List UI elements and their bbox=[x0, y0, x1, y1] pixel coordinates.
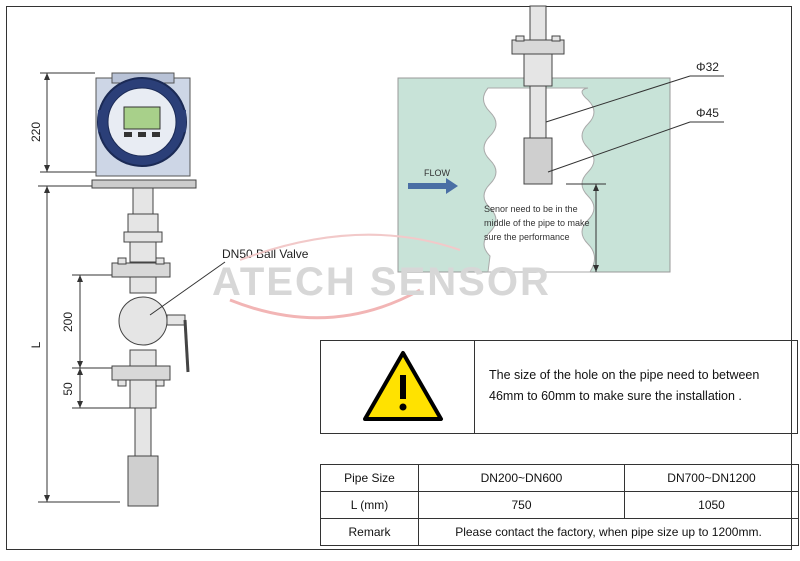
sensor-stem bbox=[111, 187, 171, 507]
table-cell: 1050 bbox=[624, 491, 799, 519]
table-cell: 750 bbox=[418, 491, 625, 519]
depth-arrow-bottom bbox=[593, 265, 599, 272]
table-cell: L (mm) bbox=[320, 491, 419, 519]
sensor-diameter-label: Φ45 bbox=[696, 106, 719, 120]
table-cell: DN200~DN600 bbox=[418, 464, 625, 492]
spec-table: Pipe Size DN200~DN600 DN700~DN1200 L (mm… bbox=[320, 464, 799, 546]
ball-valve bbox=[118, 296, 190, 373]
flow-label: FLOW bbox=[424, 168, 451, 178]
dim-220-label: 220 bbox=[29, 122, 43, 142]
warning-box: The size of the hole on the pipe need to… bbox=[320, 340, 798, 434]
flow-arrow-icon bbox=[408, 178, 458, 194]
table-row: Remark Please contact the factory, when … bbox=[320, 518, 799, 546]
drawing-frame bbox=[6, 6, 792, 550]
valve-label: DN50 Ball Valve bbox=[222, 247, 309, 261]
table-row: Pipe Size DN200~DN600 DN700~DN1200 bbox=[320, 464, 799, 492]
watermark-text: ATECH SENSOR bbox=[212, 260, 551, 304]
warning-icon bbox=[363, 351, 443, 421]
transmitter-head bbox=[95, 72, 191, 177]
insertion-rod bbox=[511, 5, 565, 185]
depth-dimension bbox=[566, 183, 606, 272]
table-row: L (mm) 750 1050 bbox=[320, 491, 799, 519]
sensor-note-line-3: sure the performance bbox=[484, 232, 570, 242]
depth-arrow-top bbox=[593, 184, 599, 191]
mounting-plate bbox=[91, 179, 197, 189]
dim-l-label: L bbox=[29, 341, 43, 348]
diameter-callouts bbox=[545, 75, 724, 173]
valve-callout-line bbox=[149, 261, 226, 316]
sensor-note-line-2: middle of the pipe to make bbox=[484, 218, 590, 228]
rod-diameter-label: Φ32 bbox=[696, 60, 719, 74]
remark-label: Remark bbox=[320, 518, 419, 546]
table-cell: DN700~DN1200 bbox=[624, 464, 799, 492]
warning-text: The size of the hole on the pipe need to… bbox=[489, 368, 760, 403]
dim-50-label: 50 bbox=[61, 382, 75, 396]
remark-text: Please contact the factory, when pipe si… bbox=[418, 518, 799, 546]
dimension-arrows bbox=[44, 73, 83, 502]
dim-200-label: 200 bbox=[61, 312, 75, 332]
warning-icon-cell bbox=[321, 341, 475, 433]
sensor-note-line-1: Senor need to be in the bbox=[484, 204, 578, 214]
watermark-logo bbox=[229, 233, 461, 320]
table-cell: Pipe Size bbox=[320, 464, 419, 492]
